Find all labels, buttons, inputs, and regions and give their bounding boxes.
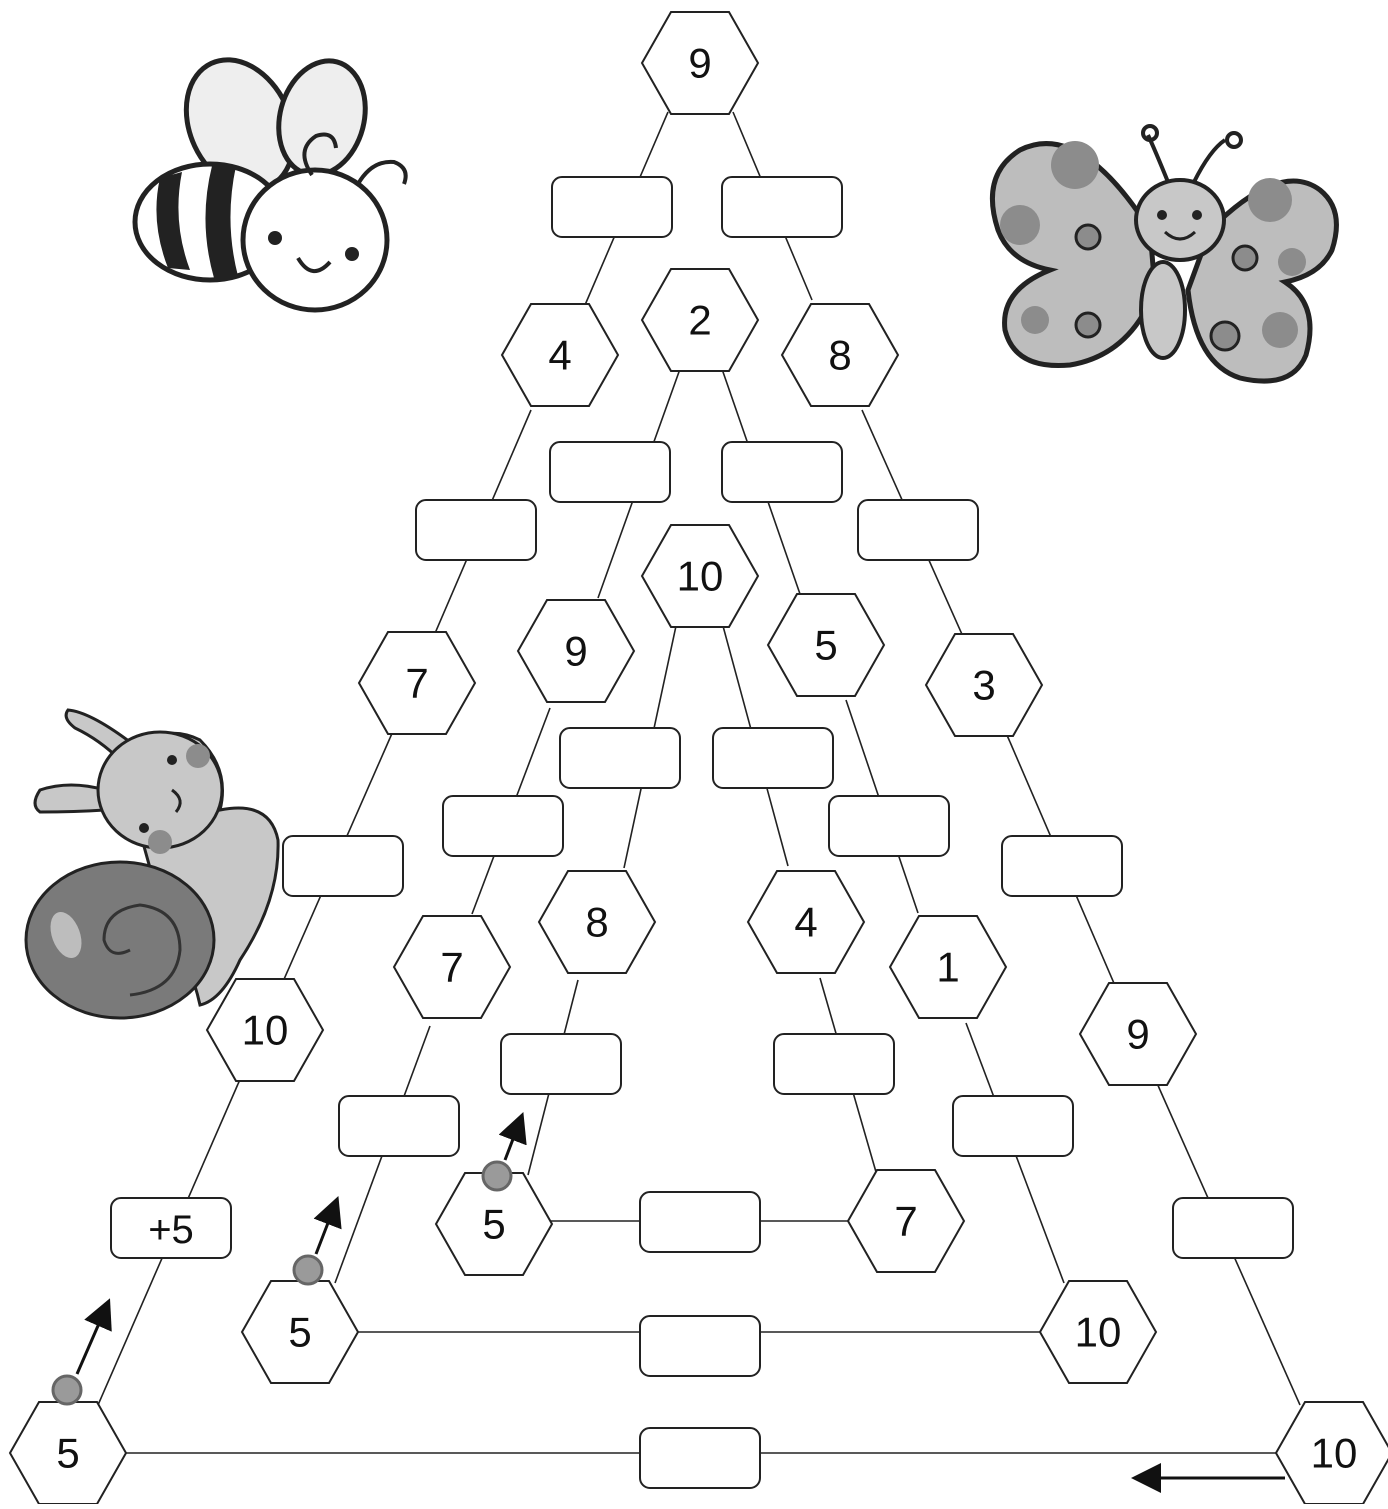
operation-box[interactable] <box>442 795 564 857</box>
operation-boxes: +5 <box>110 176 1294 1489</box>
svg-text:5: 5 <box>482 1201 505 1248</box>
number-hexagons: 9 2 4 8 10 9 5 7 3 8 4 7 1 10 9 5 7 5 10… <box>8 11 1388 1505</box>
number-hexagon: 9 <box>640 11 760 115</box>
svg-text:10: 10 <box>1311 1430 1358 1477</box>
svg-text:5: 5 <box>288 1309 311 1356</box>
svg-text:10: 10 <box>677 553 724 600</box>
number-hexagon: 2 <box>640 268 760 372</box>
number-hexagon: 9 <box>516 599 636 703</box>
svg-text:9: 9 <box>688 40 711 87</box>
number-hexagon: 1 <box>888 915 1008 1019</box>
snail-illustration <box>24 708 280 1020</box>
butterfly-illustration <box>989 124 1339 384</box>
operation-box[interactable] <box>1172 1197 1294 1259</box>
operation-box[interactable] <box>857 499 979 561</box>
number-hexagon: 10 <box>1038 1280 1158 1384</box>
operation-box[interactable] <box>549 441 671 503</box>
operation-box[interactable] <box>712 727 834 789</box>
number-hexagon: 5 <box>766 593 886 697</box>
operation-box[interactable] <box>952 1095 1074 1157</box>
number-hexagon: 8 <box>780 303 900 407</box>
operation-box[interactable] <box>282 835 404 897</box>
arrow-up-icon <box>75 1298 112 1375</box>
operation-box[interactable] <box>415 499 537 561</box>
number-hexagon: 7 <box>392 915 512 1019</box>
svg-text:5: 5 <box>814 622 837 669</box>
svg-text:10: 10 <box>1075 1309 1122 1356</box>
svg-text:8: 8 <box>828 332 851 379</box>
svg-text:7: 7 <box>405 660 428 707</box>
number-hexagon-start: 10 <box>1274 1401 1388 1505</box>
svg-text:4: 4 <box>548 332 571 379</box>
operation-box[interactable] <box>828 795 950 857</box>
operation-box[interactable] <box>559 727 681 789</box>
number-hexagon: 4 <box>500 303 620 407</box>
operation-box[interactable] <box>551 176 673 238</box>
arrow-up-icon <box>498 1111 527 1161</box>
number-hexagon: 3 <box>924 633 1044 737</box>
start-markers <box>51 1111 1285 1493</box>
number-hexagon: 8 <box>537 870 657 974</box>
operation-box[interactable] <box>639 1427 761 1489</box>
svg-text:7: 7 <box>894 1198 917 1245</box>
svg-text:7: 7 <box>440 944 463 991</box>
operation-box-plus-five[interactable]: +5 <box>110 1197 232 1259</box>
arrow-up-icon <box>313 1196 342 1255</box>
operation-box[interactable] <box>721 441 843 503</box>
operation-box[interactable] <box>1001 835 1123 897</box>
svg-text:5: 5 <box>56 1430 79 1477</box>
svg-text:9: 9 <box>1126 1011 1149 1058</box>
number-hexagon-start: 5 <box>434 1172 554 1276</box>
svg-text:4: 4 <box>794 899 817 946</box>
number-hexagon: 10 <box>205 978 325 1082</box>
operation-box[interactable] <box>500 1033 622 1095</box>
number-hexagon-start: 5 <box>240 1280 360 1384</box>
bee-illustration <box>132 57 408 313</box>
start-dot <box>51 1374 83 1406</box>
number-hexagon-start: 5 <box>8 1401 128 1505</box>
number-hexagon: 10 <box>640 524 760 628</box>
number-hexagon: 4 <box>746 870 866 974</box>
number-hexagon: 7 <box>846 1169 966 1273</box>
svg-text:1: 1 <box>936 944 959 991</box>
svg-text:8: 8 <box>585 899 608 946</box>
operation-box[interactable] <box>773 1033 895 1095</box>
svg-text:2: 2 <box>688 297 711 344</box>
svg-text:+5: +5 <box>148 1208 194 1252</box>
operation-box[interactable] <box>338 1095 460 1157</box>
operation-box[interactable] <box>721 176 843 238</box>
svg-text:10: 10 <box>242 1007 289 1054</box>
start-dot <box>481 1160 513 1192</box>
svg-text:9: 9 <box>564 628 587 675</box>
operation-box[interactable] <box>639 1315 761 1377</box>
number-hexagon: 9 <box>1078 982 1198 1086</box>
start-dot <box>292 1254 324 1286</box>
svg-text:3: 3 <box>972 662 995 709</box>
operation-box[interactable] <box>639 1191 761 1253</box>
number-hexagon: 7 <box>357 631 477 735</box>
